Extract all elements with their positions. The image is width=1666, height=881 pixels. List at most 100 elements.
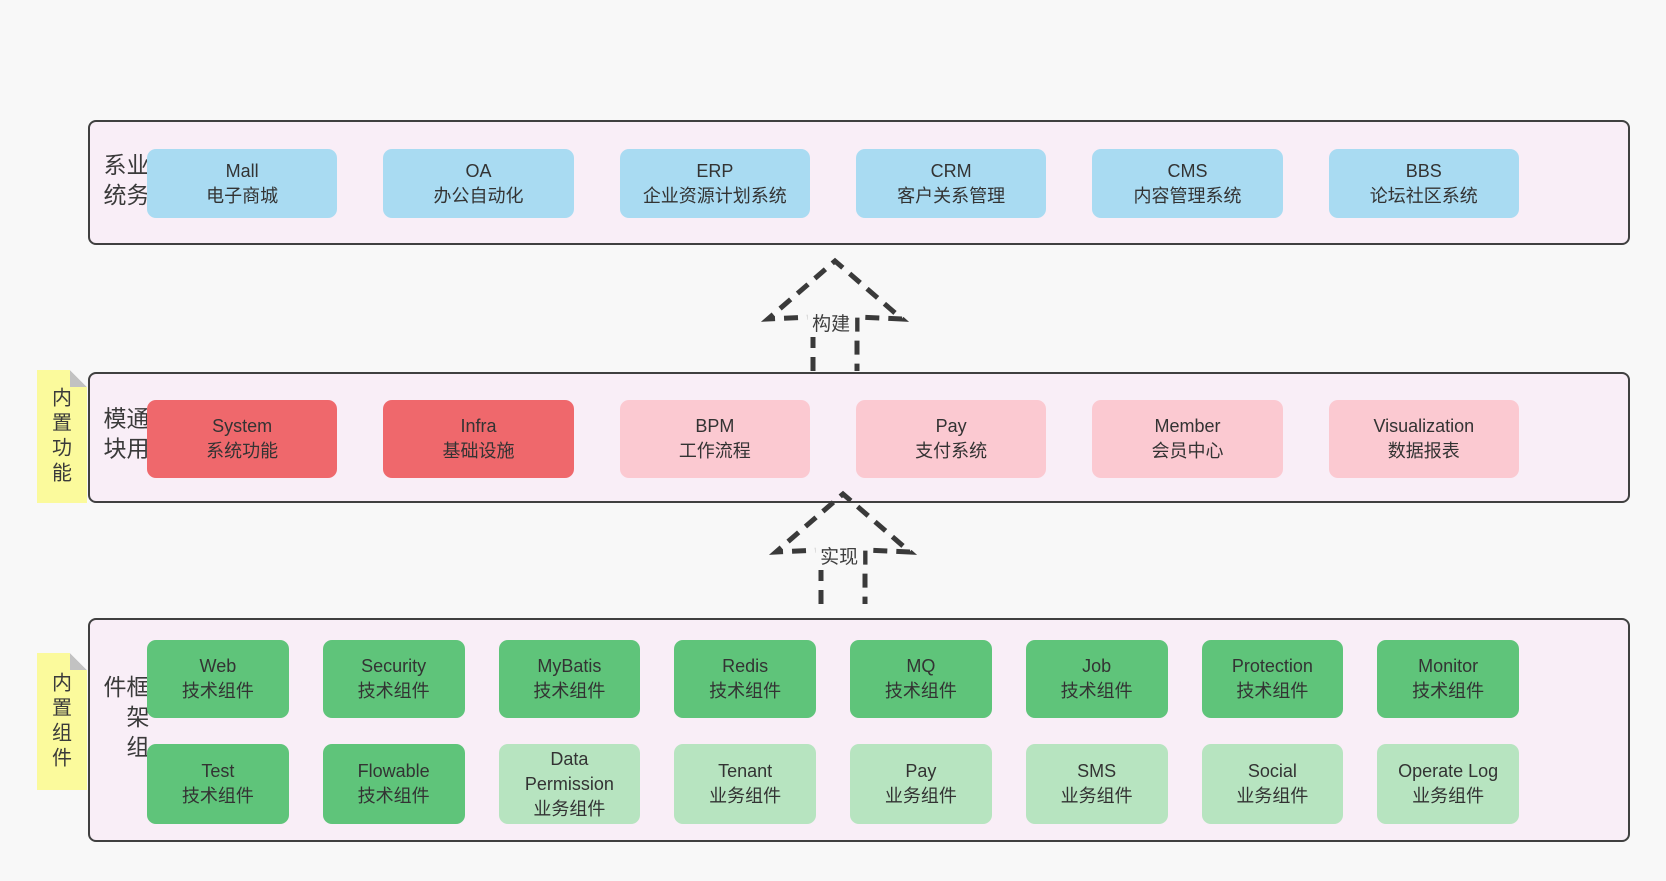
band-label-business-systems: 业务系统 (100, 152, 149, 213)
box-protection: Protection 技术组件 (1201, 640, 1344, 718)
box-title: CRM (930, 160, 972, 181)
box-subtitle: 技术组件 (709, 681, 782, 701)
box-subtitle: 数据报表 (1387, 441, 1460, 461)
box-visualization: Visualization 数据报表 (1328, 400, 1519, 478)
box-subtitle: 技术组件 (884, 681, 957, 701)
box-title: Infra (460, 416, 497, 436)
box-subtitle: 技术组件 (357, 681, 430, 701)
box-subtitle: 业务组件 (1236, 786, 1309, 806)
box-title: ERP (696, 160, 734, 181)
band-framework-components: 框架组件 Web 技术组件 Security 技术组件 MyBatis 技术组件… (88, 618, 1630, 842)
arrow-implement: 实现 (768, 486, 918, 604)
box-system: System 系统功能 (147, 400, 338, 478)
box-title: Monitor (1418, 656, 1479, 676)
box-subtitle: 系统功能 (206, 441, 279, 461)
box-subtitle: 工作流程 (678, 441, 751, 461)
framework-components-row-2: Test 技术组件 Flowable 技术组件 Data Permission … (147, 744, 1519, 824)
band-label-common-modules: 通用模块 (100, 405, 149, 466)
box-sms: SMS 业务组件 (1025, 744, 1168, 824)
box-subtitle: 会员中心 (1151, 441, 1224, 461)
box-bpm: BPM 工作流程 (619, 400, 810, 478)
box-title: Mall (225, 160, 259, 181)
sticky-note-text: 内置功能 (48, 386, 71, 487)
box-title: Member (1154, 416, 1221, 436)
box-data-permission: Data Permission 业务组件 (498, 744, 641, 824)
box-infra: Infra 基础设施 (383, 400, 574, 478)
box-title: Security (361, 656, 427, 676)
arrow-implement-label: 实现 (815, 541, 864, 570)
box-tenant: Tenant 业务组件 (674, 744, 816, 824)
business-systems-row: Mall 电子商城 OA 办公自动化 ERP 企业资源计划系统 CRM 客户关系… (147, 149, 1519, 218)
band-label-framework-components: 框架组件 (100, 675, 149, 765)
box-subtitle: 内容管理系统 (1133, 185, 1242, 206)
box-erp: ERP 企业资源计划系统 (619, 149, 810, 218)
box-subtitle: 企业资源计划系统 (642, 185, 787, 206)
sticky-note-built-in-features: 内置功能 (37, 370, 87, 503)
box-subtitle: 业务组件 (884, 786, 957, 806)
box-subtitle: 技术组件 (1060, 681, 1133, 701)
box-title: Operate Log (1398, 761, 1499, 781)
box-test: Test 技术组件 (147, 744, 289, 824)
box-subtitle: 技术组件 (357, 786, 430, 806)
box-subtitle: 客户关系管理 (897, 185, 1006, 206)
arrow-build: 构建 (760, 253, 910, 371)
box-operate-log: Operate Log 业务组件 (1377, 744, 1519, 824)
box-bbs: BBS 论坛社区系统 (1328, 149, 1519, 218)
box-title: Web (199, 656, 237, 676)
box-member: Member 会员中心 (1092, 400, 1283, 478)
box-subtitle: 基础设施 (442, 441, 515, 461)
box-subtitle: 技术组件 (181, 681, 254, 701)
band-common-modules: 通用模块 System 系统功能 Infra 基础设施 BPM 工作流程 Pay… (88, 372, 1630, 503)
box-cms: CMS 内容管理系统 (1092, 149, 1283, 218)
box-title: Pay (905, 761, 937, 781)
framework-components-row-1: Web 技术组件 Security 技术组件 MyBatis 技术组件 Redi… (147, 640, 1519, 718)
box-subtitle: 技术组件 (1236, 681, 1309, 701)
arrow-build-label: 构建 (807, 308, 856, 337)
box-subtitle: 电子商城 (206, 185, 279, 206)
box-subtitle: 业务组件 (709, 786, 782, 806)
box-job: Job 技术组件 (1025, 640, 1168, 718)
box-subtitle: 技术组件 (1412, 681, 1485, 701)
box-title: Flowable (357, 761, 430, 781)
box-title: Test (201, 761, 235, 781)
box-title: OA (465, 160, 492, 181)
box-title: Visualization (1373, 416, 1475, 436)
common-modules-row: System 系统功能 Infra 基础设施 BPM 工作流程 Pay 支付系统… (147, 400, 1519, 478)
box-title: MQ (906, 656, 936, 676)
box-redis: Redis 技术组件 (674, 640, 816, 718)
box-subtitle: 办公自动化 (433, 185, 524, 206)
box-title: SMS (1077, 761, 1117, 781)
box-title: Redis (722, 656, 769, 676)
box-flowable: Flowable 技术组件 (322, 744, 465, 824)
box-title: BBS (1405, 160, 1442, 181)
box-subtitle: 业务组件 (1060, 786, 1133, 806)
box-subtitle: 支付系统 (915, 441, 988, 461)
box-title: BPM (695, 416, 735, 436)
box-subtitle: 技术组件 (181, 786, 254, 806)
box-web: Web 技术组件 (147, 640, 289, 718)
box-social: Social 业务组件 (1201, 744, 1344, 824)
box-title: Tenant (718, 761, 773, 781)
box-title: CMS (1167, 160, 1208, 181)
box-pay-business: Pay 业务组件 (850, 744, 992, 824)
band-business-systems: 业务系统 Mall 电子商城 OA 办公自动化 ERP 企业资源计划系统 CRM… (88, 120, 1630, 245)
box-title: Job (1082, 656, 1112, 676)
box-pay: Pay 支付系统 (855, 400, 1047, 478)
box-crm: CRM 客户关系管理 (855, 149, 1047, 218)
box-mybatis: MyBatis 技术组件 (498, 640, 641, 718)
box-title: System (212, 416, 273, 436)
box-title: Social (1247, 761, 1297, 781)
box-monitor: Monitor 技术组件 (1377, 640, 1519, 718)
box-title: Pay (935, 416, 967, 436)
box-title: Data Permission (524, 748, 614, 794)
box-title: MyBatis (537, 656, 602, 676)
box-title: Protection (1231, 656, 1313, 676)
box-oa: OA 办公自动化 (383, 149, 574, 218)
box-subtitle: 论坛社区系统 (1369, 185, 1478, 206)
box-security: Security 技术组件 (322, 640, 465, 718)
sticky-note-text: 内置组件 (48, 671, 71, 772)
box-subtitle: 技术组件 (533, 681, 606, 701)
box-subtitle: 业务组件 (533, 798, 606, 819)
box-subtitle: 业务组件 (1412, 786, 1485, 806)
